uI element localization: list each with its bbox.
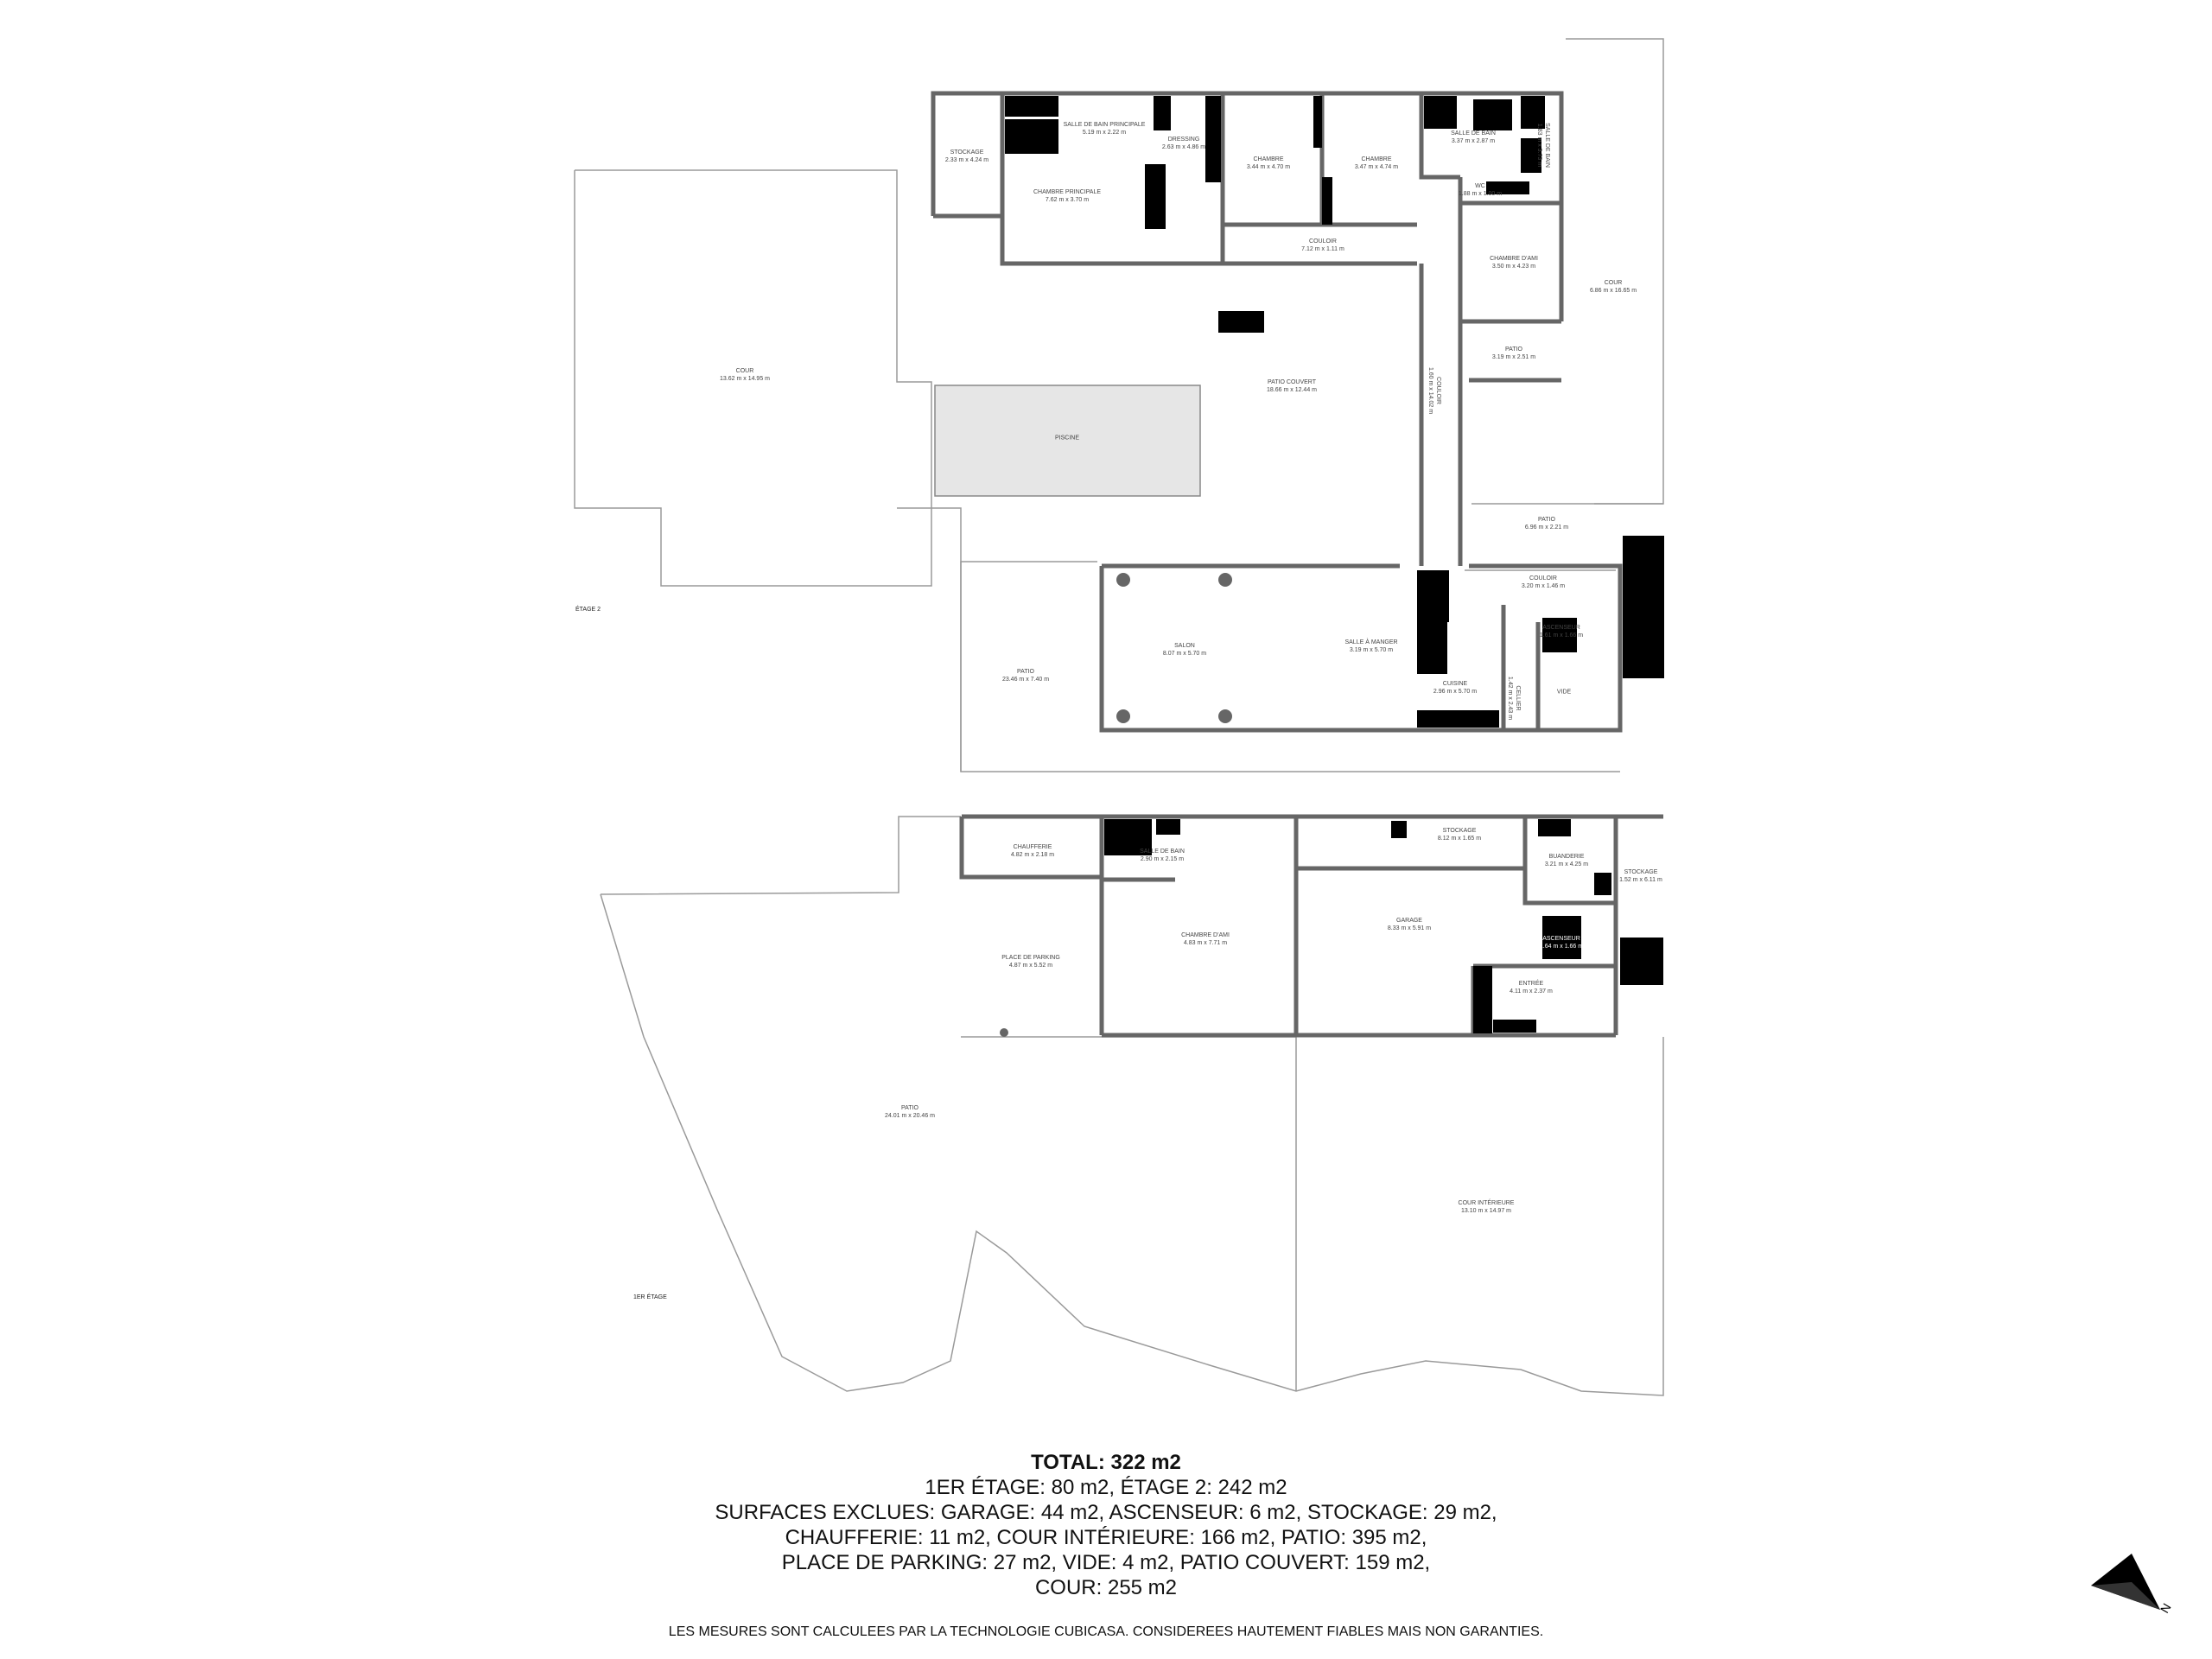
summary-line-2: SURFACES EXCLUES: GARAGE: 44 m2, ASCENSE… (715, 1501, 1497, 1524)
summary-line-5: COUR: 255 m2 (1034, 1576, 1178, 1599)
summary-line-4: PLACE DE PARKING: 27 m2, VIDE: 4 m2, PAT… (781, 1551, 1431, 1574)
walls (931, 91, 1663, 1038)
summary-line-3: CHAUFFERIE: 11 m2, COUR INTÉRIEURE: 166 … (785, 1526, 1427, 1549)
room-label-vide: VIDE (1556, 689, 1572, 696)
room-label-piscine: PISCINE (1054, 435, 1080, 442)
floor-label-upper: ÉTAGE 2 (575, 607, 601, 613)
north-letter: N (2158, 1601, 2174, 1616)
floor-label-lower: 1ER ÉTAGE (633, 1294, 667, 1300)
outdoor-outlines (574, 38, 1664, 1396)
total-area: TOTAL: 322 m2 (1031, 1451, 1181, 1474)
disclaimer: LES MESURES SONT CALCULEES PAR LA TECHNO… (668, 1624, 1544, 1639)
pool (934, 385, 1201, 497)
area-summary: TOTAL: 322 m2 1ER ÉTAGE: 80 m2, ÉTAGE 2:… (0, 1450, 2212, 1600)
summary-line-1: 1ER ÉTAGE: 80 m2, ÉTAGE 2: 242 m2 (925, 1476, 1287, 1499)
columns (1000, 573, 1232, 1037)
fixtures (1005, 96, 1664, 1033)
north-arrow-icon: N (2091, 1554, 2174, 1616)
